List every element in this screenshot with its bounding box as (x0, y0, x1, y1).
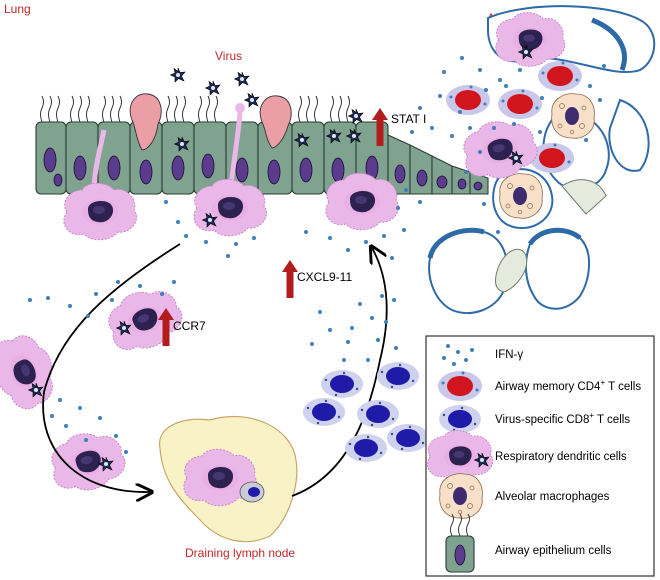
virus-label: Virus (215, 49, 242, 63)
virus-icon (170, 67, 186, 83)
virus-icon (205, 80, 221, 96)
stat1-label: STAT I (391, 112, 426, 126)
legend-ifn-label: IFN-γ (495, 349, 523, 361)
dendritic-cell (325, 172, 400, 231)
cd4-t-cell (498, 89, 542, 119)
cd8-t-cell (303, 398, 345, 426)
cd8-t-cell (321, 370, 363, 398)
virus-icon (244, 92, 260, 108)
cd8-t-cells (303, 362, 429, 462)
legend-cd4-label: Airway memory CD4+ T cells (495, 378, 641, 393)
legend-macrophage-symbol (439, 473, 483, 519)
airway-region (427, 5, 656, 315)
curved-arrow-icon (42, 243, 181, 492)
dendritic-cell (0, 327, 65, 417)
airway-epithelium (35, 93, 489, 195)
dendritic-cell (193, 178, 268, 237)
cd8-t-cell (377, 362, 419, 390)
legend-epithelium-symbol (445, 513, 475, 573)
legend-cd8-symbol (439, 405, 481, 433)
alveolar-macrophage (499, 173, 543, 219)
legend-macrophage-label: Alveolar macrophages (495, 491, 610, 503)
cd8-t-cell (387, 424, 429, 452)
legend-cd8-label: Virus-specific CD8+ T cells (495, 411, 630, 426)
virus-particles (170, 67, 260, 108)
legend-cd4-symbol (438, 371, 482, 401)
ifn-gamma-dots (28, 56, 606, 454)
cd4-t-cell (538, 61, 582, 91)
virus-icon (348, 108, 364, 124)
legend-dc-label: Respiratory dendritic cells (495, 451, 627, 463)
draining-lymph-node (159, 415, 298, 543)
alveolar-macrophage (551, 93, 595, 139)
cxcl-label: CXCL9-11 (297, 270, 352, 284)
curved-arrow-icon (291, 248, 388, 497)
up-arrow-icon (282, 260, 298, 298)
ccr7-label: CCR7 (173, 319, 206, 333)
legend-ifn-symbol (442, 344, 474, 366)
cilia (40, 95, 350, 123)
cd8-t-cell (357, 400, 399, 428)
dendritic-cell (63, 182, 138, 241)
cd8-t-cell (345, 434, 387, 462)
lung-label: Lung (4, 2, 31, 16)
legend: IFN-γ Airway memory CD4+ T cells Virus-s… (425, 335, 655, 577)
legend-epithelium-label: Airway epithelium cells (495, 545, 612, 557)
lymph-node-label: Draining lymph node (185, 546, 295, 560)
cd4-t-cell (446, 85, 490, 115)
virus-icon (234, 71, 250, 87)
